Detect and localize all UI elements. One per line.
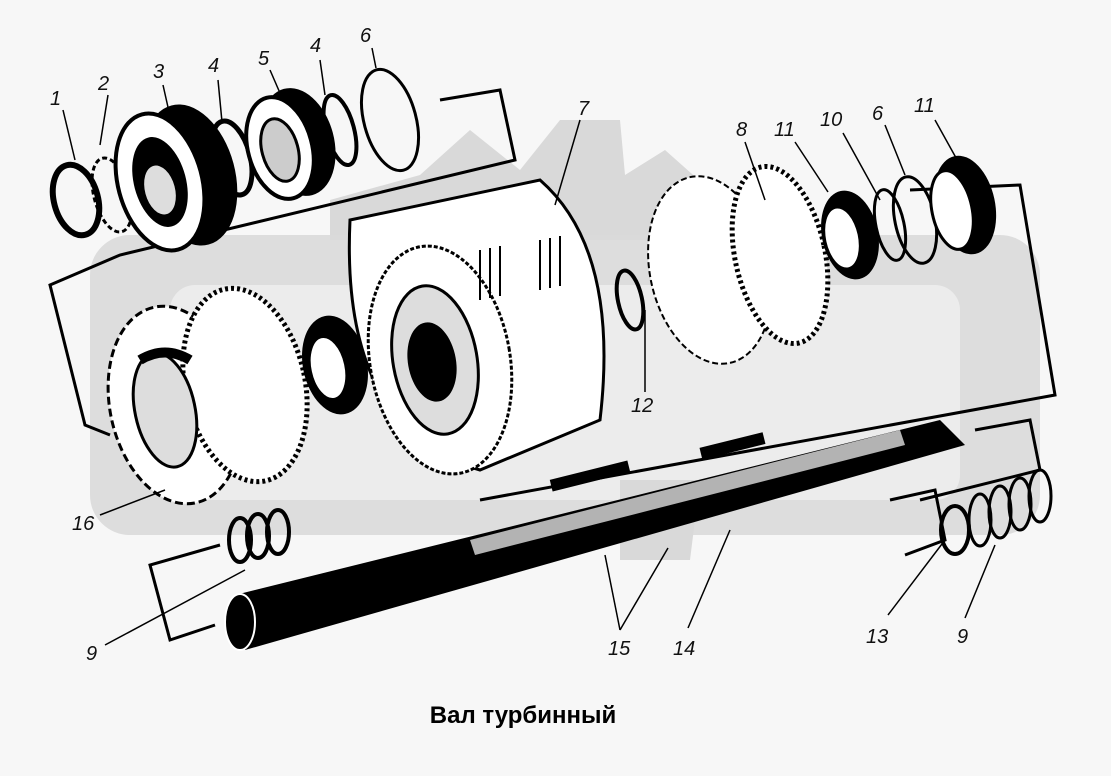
- part-11-bearing-a: [821, 190, 879, 280]
- label-4a: 4: [208, 55, 219, 77]
- part-9-spring-left: [227, 508, 291, 564]
- label-12: 12: [631, 395, 653, 417]
- diagram-caption: Вал турбинный: [429, 702, 617, 729]
- label-1: 1: [50, 88, 61, 110]
- label-7: 7: [578, 98, 590, 120]
- label-13: 13: [866, 626, 888, 648]
- bracket-left-top: [48, 88, 517, 437]
- bracket-left-lower: [148, 543, 221, 642]
- part-9-spring-right: [967, 468, 1053, 548]
- label-6a: 6: [360, 25, 372, 47]
- label-6b: 6: [872, 103, 884, 125]
- assembly-brackets: [48, 88, 1057, 642]
- part-labels: 1 2 3 4 5 4 6 7 8 11 10 6 11 12 16 9 15 …: [50, 25, 968, 665]
- label-14: 14: [673, 638, 695, 660]
- center-left-bearing: [302, 315, 368, 415]
- part-5-bearing: [244, 88, 336, 201]
- label-15: 15: [608, 638, 631, 660]
- leader-lines: [62, 47, 996, 646]
- label-11b: 11: [914, 95, 935, 117]
- part-1-ring: [49, 161, 103, 239]
- label-5: 5: [258, 48, 270, 70]
- label-2: 2: [97, 73, 109, 95]
- part-6-snap-ring-a: [360, 67, 420, 173]
- part-7-clutch-drum: [347, 178, 606, 476]
- part-14-shaft: [224, 420, 965, 651]
- part-12-ring: [614, 268, 646, 332]
- label-8: 8: [736, 119, 747, 141]
- label-9a: 9: [86, 643, 97, 665]
- label-4b: 4: [310, 35, 321, 57]
- part-11-bearing-b: [929, 155, 997, 255]
- label-10: 10: [820, 109, 842, 131]
- part-16-gear: [106, 285, 310, 506]
- label-11a: 11: [774, 119, 795, 141]
- part-10-ring: [872, 188, 908, 262]
- label-3: 3: [153, 61, 164, 83]
- part-8-gear: [647, 163, 831, 365]
- bracket-spring-right: [889, 488, 947, 557]
- label-16: 16: [72, 513, 95, 535]
- label-9b: 9: [957, 626, 968, 648]
- part-15-keys: [549, 432, 766, 492]
- part-4-ring-b: [321, 93, 359, 167]
- bracket-right-lower: [919, 418, 1042, 502]
